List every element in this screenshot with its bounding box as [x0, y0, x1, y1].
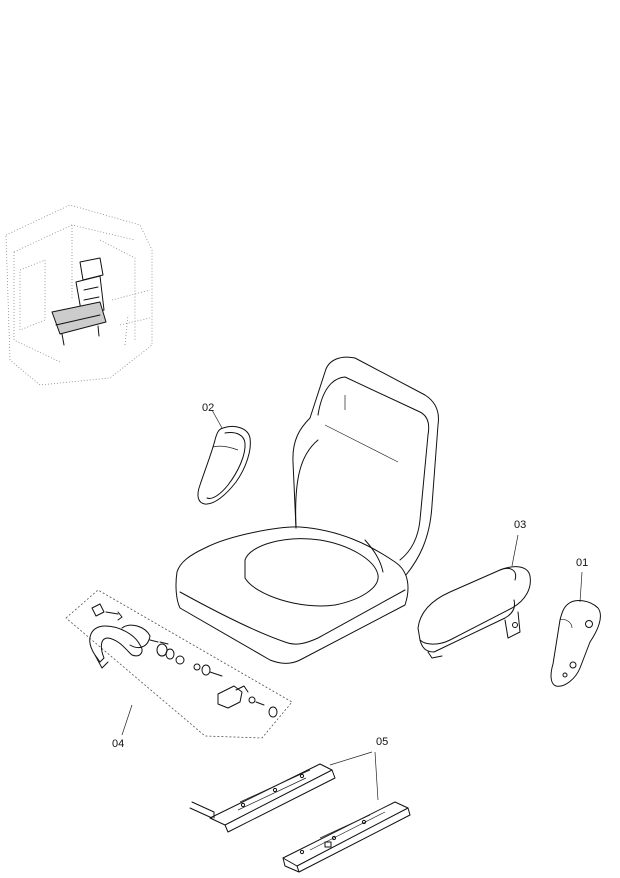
callout-03: 03 — [514, 519, 527, 531]
part-02-side-cover — [197, 409, 251, 505]
callout-02: 02 — [202, 402, 215, 414]
callout-01: 01 — [576, 557, 589, 569]
callout-05: 05 — [376, 736, 389, 748]
part-05-slide-rails — [189, 751, 411, 873]
part-04-seatbelt-kit — [65, 589, 293, 739]
seat-assembly — [175, 356, 439, 664]
part-01-bracket — [550, 571, 601, 687]
part-03-armrest — [417, 534, 531, 659]
cab-location-thumbnail — [5, 204, 153, 386]
callout-04: 04 — [112, 738, 125, 750]
